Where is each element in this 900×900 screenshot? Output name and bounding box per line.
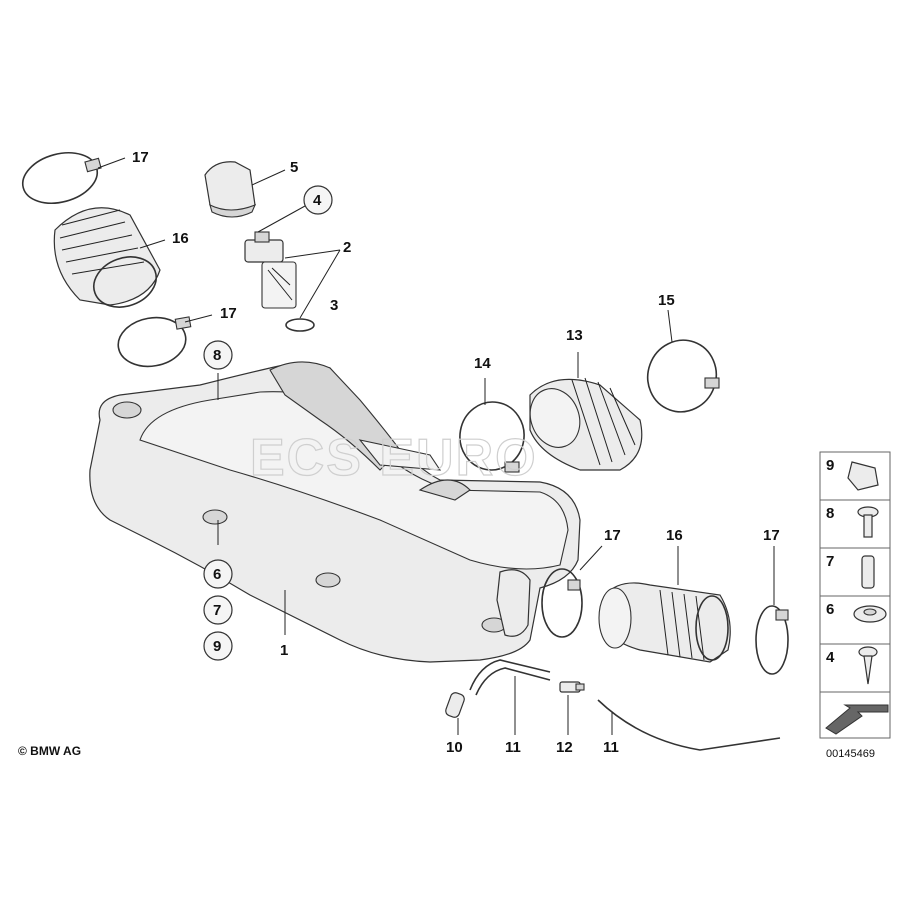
panel-cell-8	[819, 499, 891, 549]
callout-14: 14	[474, 355, 491, 372]
panel-number-4: 4	[826, 649, 835, 666]
tapping-screw-icon	[858, 646, 878, 685]
direction-arrow-icon	[825, 704, 889, 735]
panel-cell-7	[819, 547, 891, 597]
hose-clamp-mid-part	[117, 316, 192, 368]
callout-12: 12	[556, 739, 573, 756]
copyright-text: © BMW AG	[18, 744, 81, 758]
watermark-text: ECS EURO	[250, 429, 538, 487]
grommet-icon	[853, 605, 887, 623]
clip-nut-icon	[847, 461, 879, 491]
vent-hose-11a-part	[469, 659, 551, 696]
callout-17: 17	[132, 149, 149, 166]
valve-12-part	[559, 681, 585, 693]
callout-8-badge	[203, 340, 233, 370]
o-ring-part	[285, 318, 315, 332]
callout-17: 17	[220, 305, 237, 322]
callout-6-badge	[203, 559, 233, 589]
callout-7-badge	[203, 595, 233, 625]
callout-9: 9	[213, 638, 221, 655]
hose-clamp-14-part	[459, 401, 525, 473]
document-number: 00145469	[826, 748, 875, 760]
callout-16: 16	[666, 527, 683, 544]
panel-number-6: 6	[826, 601, 834, 618]
cap-10-part	[445, 692, 465, 718]
hose-clamp-top-part	[21, 152, 102, 204]
air-mass-meter-part	[244, 231, 297, 309]
callout-2: 2	[343, 239, 351, 256]
callout-9-badge	[203, 631, 233, 661]
callout-1: 1	[280, 642, 288, 659]
intake-housing-part	[89, 361, 581, 663]
callout-15: 15	[658, 292, 675, 309]
hose-clamp-lower-right-part	[755, 605, 789, 675]
screw-icon	[857, 506, 879, 538]
hose-clamp-15-part	[646, 339, 720, 413]
callout-13: 13	[566, 327, 583, 344]
panel-number-8: 8	[826, 505, 834, 522]
sleeve-icon	[861, 555, 875, 589]
callout-labels: 17 5 4 2 3 16 17 8 15 13 14 6 7 9 1 17 1…	[132, 149, 780, 756]
hose-clamp-lower-left-part	[541, 568, 583, 638]
callout-8: 8	[213, 347, 221, 364]
callout-11: 11	[505, 739, 521, 756]
leader-lines	[97, 157, 775, 735]
callout-6: 6	[213, 566, 221, 583]
panel-number-7: 7	[826, 553, 834, 570]
callout-17: 17	[763, 527, 780, 544]
callout-4: 4	[313, 192, 322, 209]
intake-boot-top-part	[53, 207, 161, 308]
callout-11: 11	[603, 739, 619, 756]
callout-4-badge	[303, 185, 333, 215]
intake-boot-lower-part	[598, 582, 731, 663]
callout-10: 10	[446, 739, 463, 756]
panel-number-9: 9	[826, 457, 834, 474]
vent-line-11b-part	[597, 699, 781, 751]
callout-17: 17	[604, 527, 621, 544]
sensor-cover-part	[204, 161, 257, 218]
callout-7: 7	[213, 602, 221, 619]
callout-16: 16	[172, 230, 189, 247]
rubber-boot-13-part	[529, 377, 643, 471]
callout-5: 5	[290, 159, 298, 176]
callout-3: 3	[330, 297, 338, 314]
side-parts-panel: 9 8 7 6 4	[819, 451, 891, 739]
